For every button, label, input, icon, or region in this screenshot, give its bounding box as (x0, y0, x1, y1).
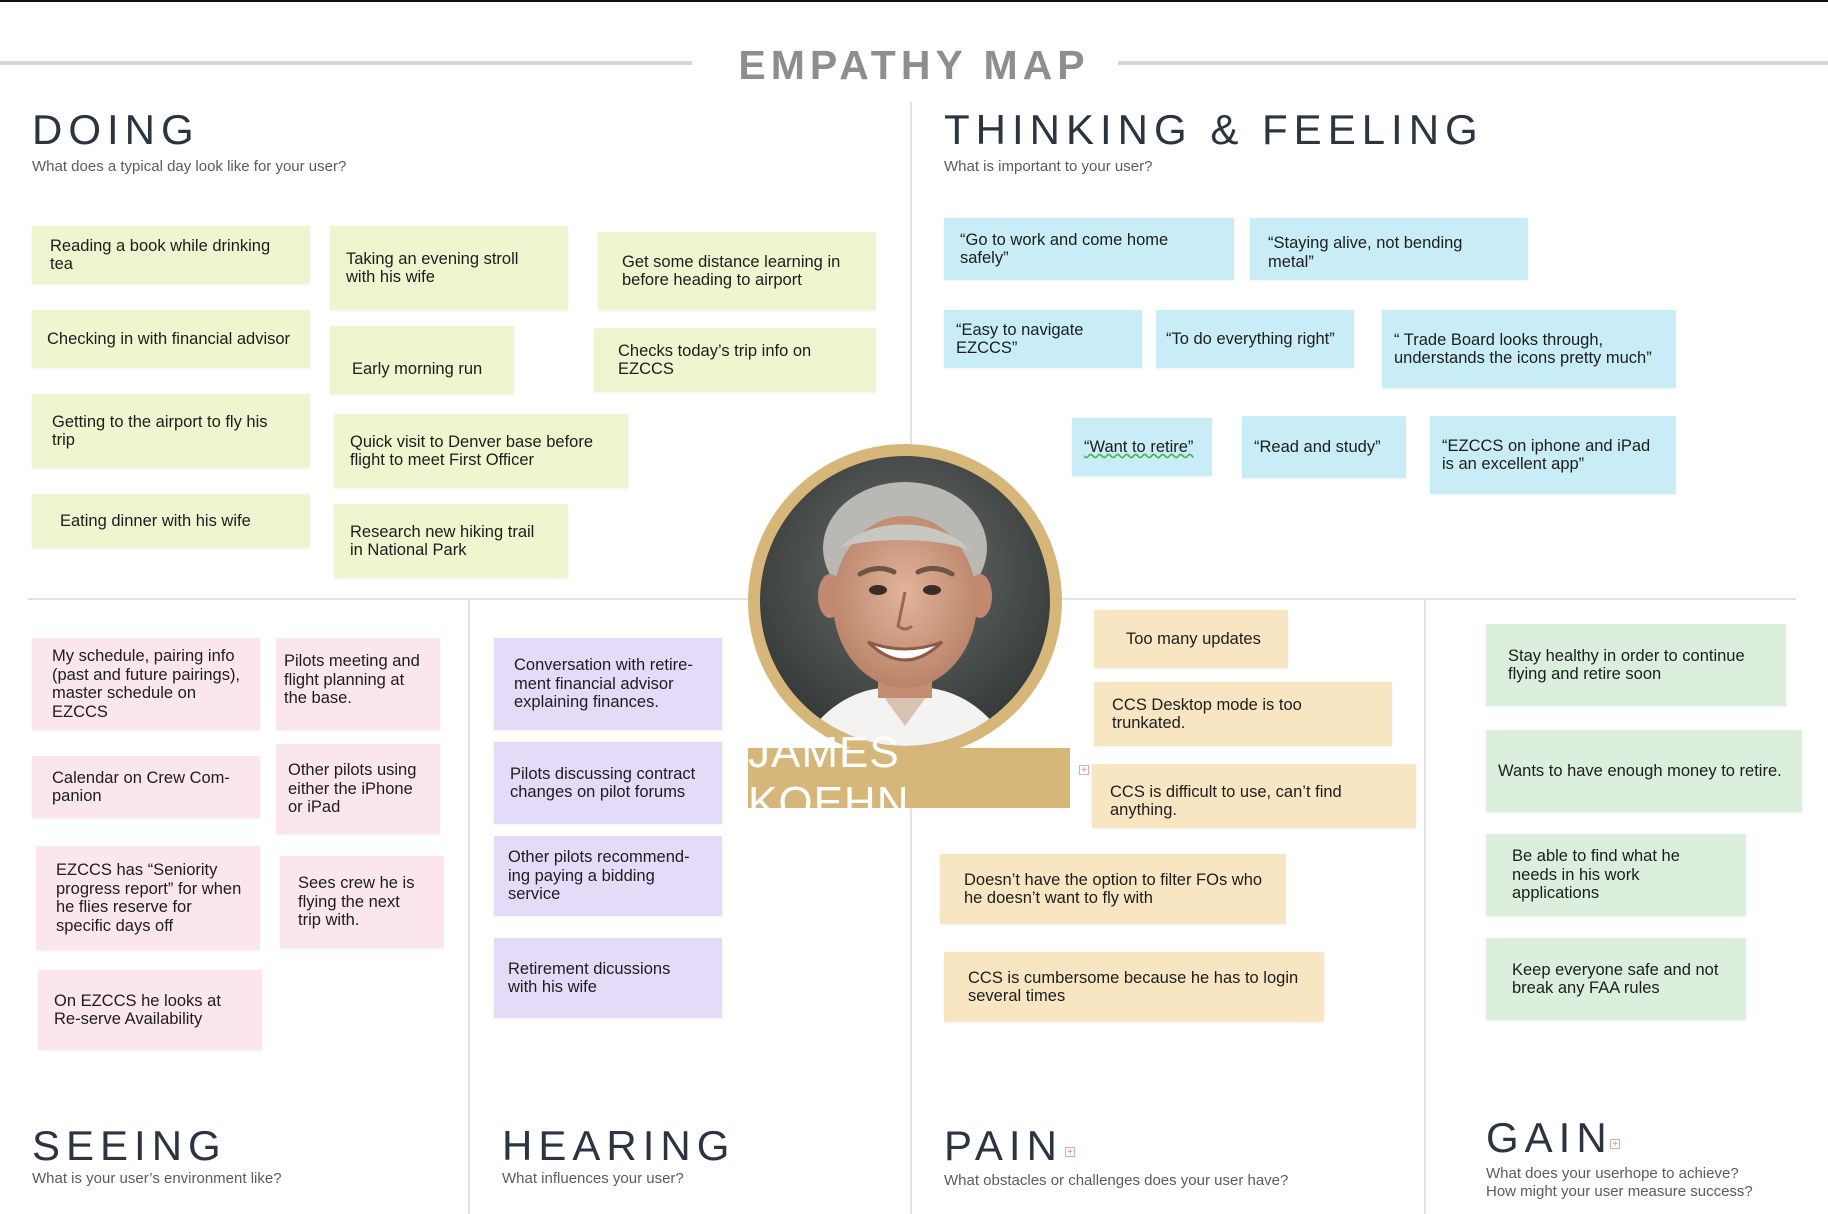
sticky-note-gain[interactable]: Stay healthy in order to continue flying… (1486, 624, 1786, 706)
sticky-note-pain[interactable]: Doesn’t have the option to filter FOs wh… (940, 854, 1286, 924)
sticky-note-thinking[interactable]: “ Trade Board looks through, understands… (1382, 310, 1676, 388)
sticky-note-hearing[interactable]: Other pilots recommend-ing paying a bidd… (494, 836, 722, 916)
sticky-note-gain[interactable]: Wants to have enough money to retire. (1486, 730, 1802, 812)
sticky-note-hearing[interactable]: Conversation with retire-ment financial … (494, 638, 722, 730)
hearing-heading: HEARING (502, 1122, 736, 1169)
sticky-note-gain[interactable]: Be able to find what he needs in his wor… (1486, 834, 1746, 916)
plus-square-icon[interactable]: + (1065, 1147, 1075, 1158)
seeing-subtitle: What is your user’s environment like? (32, 1170, 282, 1187)
persona-photo (760, 456, 1050, 746)
sticky-note-seeing[interactable]: EZCCS has “Seniority progress report” fo… (36, 846, 260, 950)
gain-subtitle-line1: What does your userhope to achieve? (1486, 1165, 1739, 1182)
sticky-note-doing[interactable]: Research new hiking trail in National Pa… (334, 504, 568, 578)
title-rule-left (0, 61, 692, 65)
top-border (0, 0, 1828, 2)
vertical-divider-right (1424, 600, 1426, 1214)
sticky-note-doing[interactable]: Getting to the airport to fly his trip (32, 394, 310, 468)
sticky-note-doing[interactable]: Checking in with financial advisor (32, 310, 310, 368)
avatar (760, 456, 1050, 746)
title-rule-right (1072, 61, 1828, 65)
sticky-note-hearing[interactable]: Retirement dicussions with his wife (494, 938, 722, 1018)
gain-heading: GAIN (1486, 1114, 1613, 1161)
sticky-note-doing[interactable]: Checks today’s trip info on EZCCS (594, 328, 876, 392)
sticky-note-pain[interactable]: Too many updates (1094, 610, 1288, 668)
hearing-subtitle: What influences your user? (502, 1170, 684, 1187)
gain-subtitle-line2: How might your user measure success? (1486, 1183, 1753, 1200)
vertical-divider-left (468, 600, 470, 1214)
sticky-note-seeing[interactable]: Sees crew he is flying the next trip wit… (280, 856, 444, 948)
sticky-note-doing[interactable]: Quick visit to Denver base before flight… (334, 414, 628, 488)
thinking-subtitle: What is important to your user? (944, 158, 1153, 175)
seeing-heading: SEEING (32, 1122, 227, 1169)
sticky-note-doing[interactable]: Early morning run (330, 326, 514, 394)
sticky-note-hearing[interactable]: Pilots discussing contract changes on pi… (494, 742, 722, 824)
sticky-note-thinking[interactable]: “Want to retire” (1072, 418, 1212, 476)
sticky-note-thinking[interactable]: “Go to work and come home safely” (944, 218, 1234, 280)
doing-heading: DOING (32, 106, 200, 153)
sticky-note-thinking[interactable]: “Staying alive, not bending metal” (1250, 218, 1528, 280)
sticky-note-thinking[interactable]: “Easy to navigate EZCCS” (944, 310, 1142, 368)
sticky-note-seeing[interactable]: On EZCCS he looks at Re-serve Availabili… (38, 970, 262, 1050)
sticky-note-thinking[interactable]: “To do everything right” (1156, 310, 1354, 368)
persona-name: JAMES KOEHN (748, 728, 1070, 827)
sticky-note-seeing[interactable]: Calendar on Crew Com-panion (32, 756, 260, 818)
pain-subtitle: What obstacles or challenges does your u… (944, 1172, 1289, 1189)
sticky-note-pain[interactable]: CCS Desktop mode is too trunkated. (1094, 682, 1392, 746)
sticky-note-pain[interactable]: CCS is cumbersome because he has to logi… (944, 952, 1324, 1022)
sticky-note-seeing[interactable]: My schedule, pairing info (past and futu… (32, 638, 260, 730)
thinking-heading: THINKING & FEELING (944, 106, 1484, 153)
doing-subtitle: What does a typical day look like for yo… (32, 158, 347, 175)
sticky-note-seeing[interactable]: Other pilots using either the iPhone or … (276, 744, 440, 834)
plus-square-icon[interactable]: + (1079, 765, 1089, 776)
pain-heading: PAIN (944, 1122, 1063, 1169)
sticky-note-seeing[interactable]: Pilots meeting and flight planning at th… (276, 638, 440, 730)
sticky-note-gain[interactable]: Keep everyone safe and not break any FAA… (1486, 938, 1746, 1020)
sticky-note-thinking[interactable]: “EZCCS on iphone and iPad is an excellen… (1430, 416, 1676, 494)
sticky-note-pain[interactable]: CCS is difficult to use, can’t find anyt… (1092, 764, 1416, 828)
sticky-note-doing[interactable]: Reading a book while drinking tea (32, 226, 310, 284)
sticky-note-doing[interactable]: Taking an evening stroll with his wife (330, 226, 568, 310)
sticky-note-doing[interactable]: Get some distance learning in before hea… (598, 232, 876, 310)
page-title: EMPATHY MAP (0, 42, 1828, 89)
sticky-note-thinking[interactable]: “Read and study” (1242, 416, 1406, 478)
sticky-note-doing[interactable]: Eating dinner with his wife (32, 494, 310, 548)
plus-square-icon[interactable]: + (1610, 1139, 1620, 1150)
